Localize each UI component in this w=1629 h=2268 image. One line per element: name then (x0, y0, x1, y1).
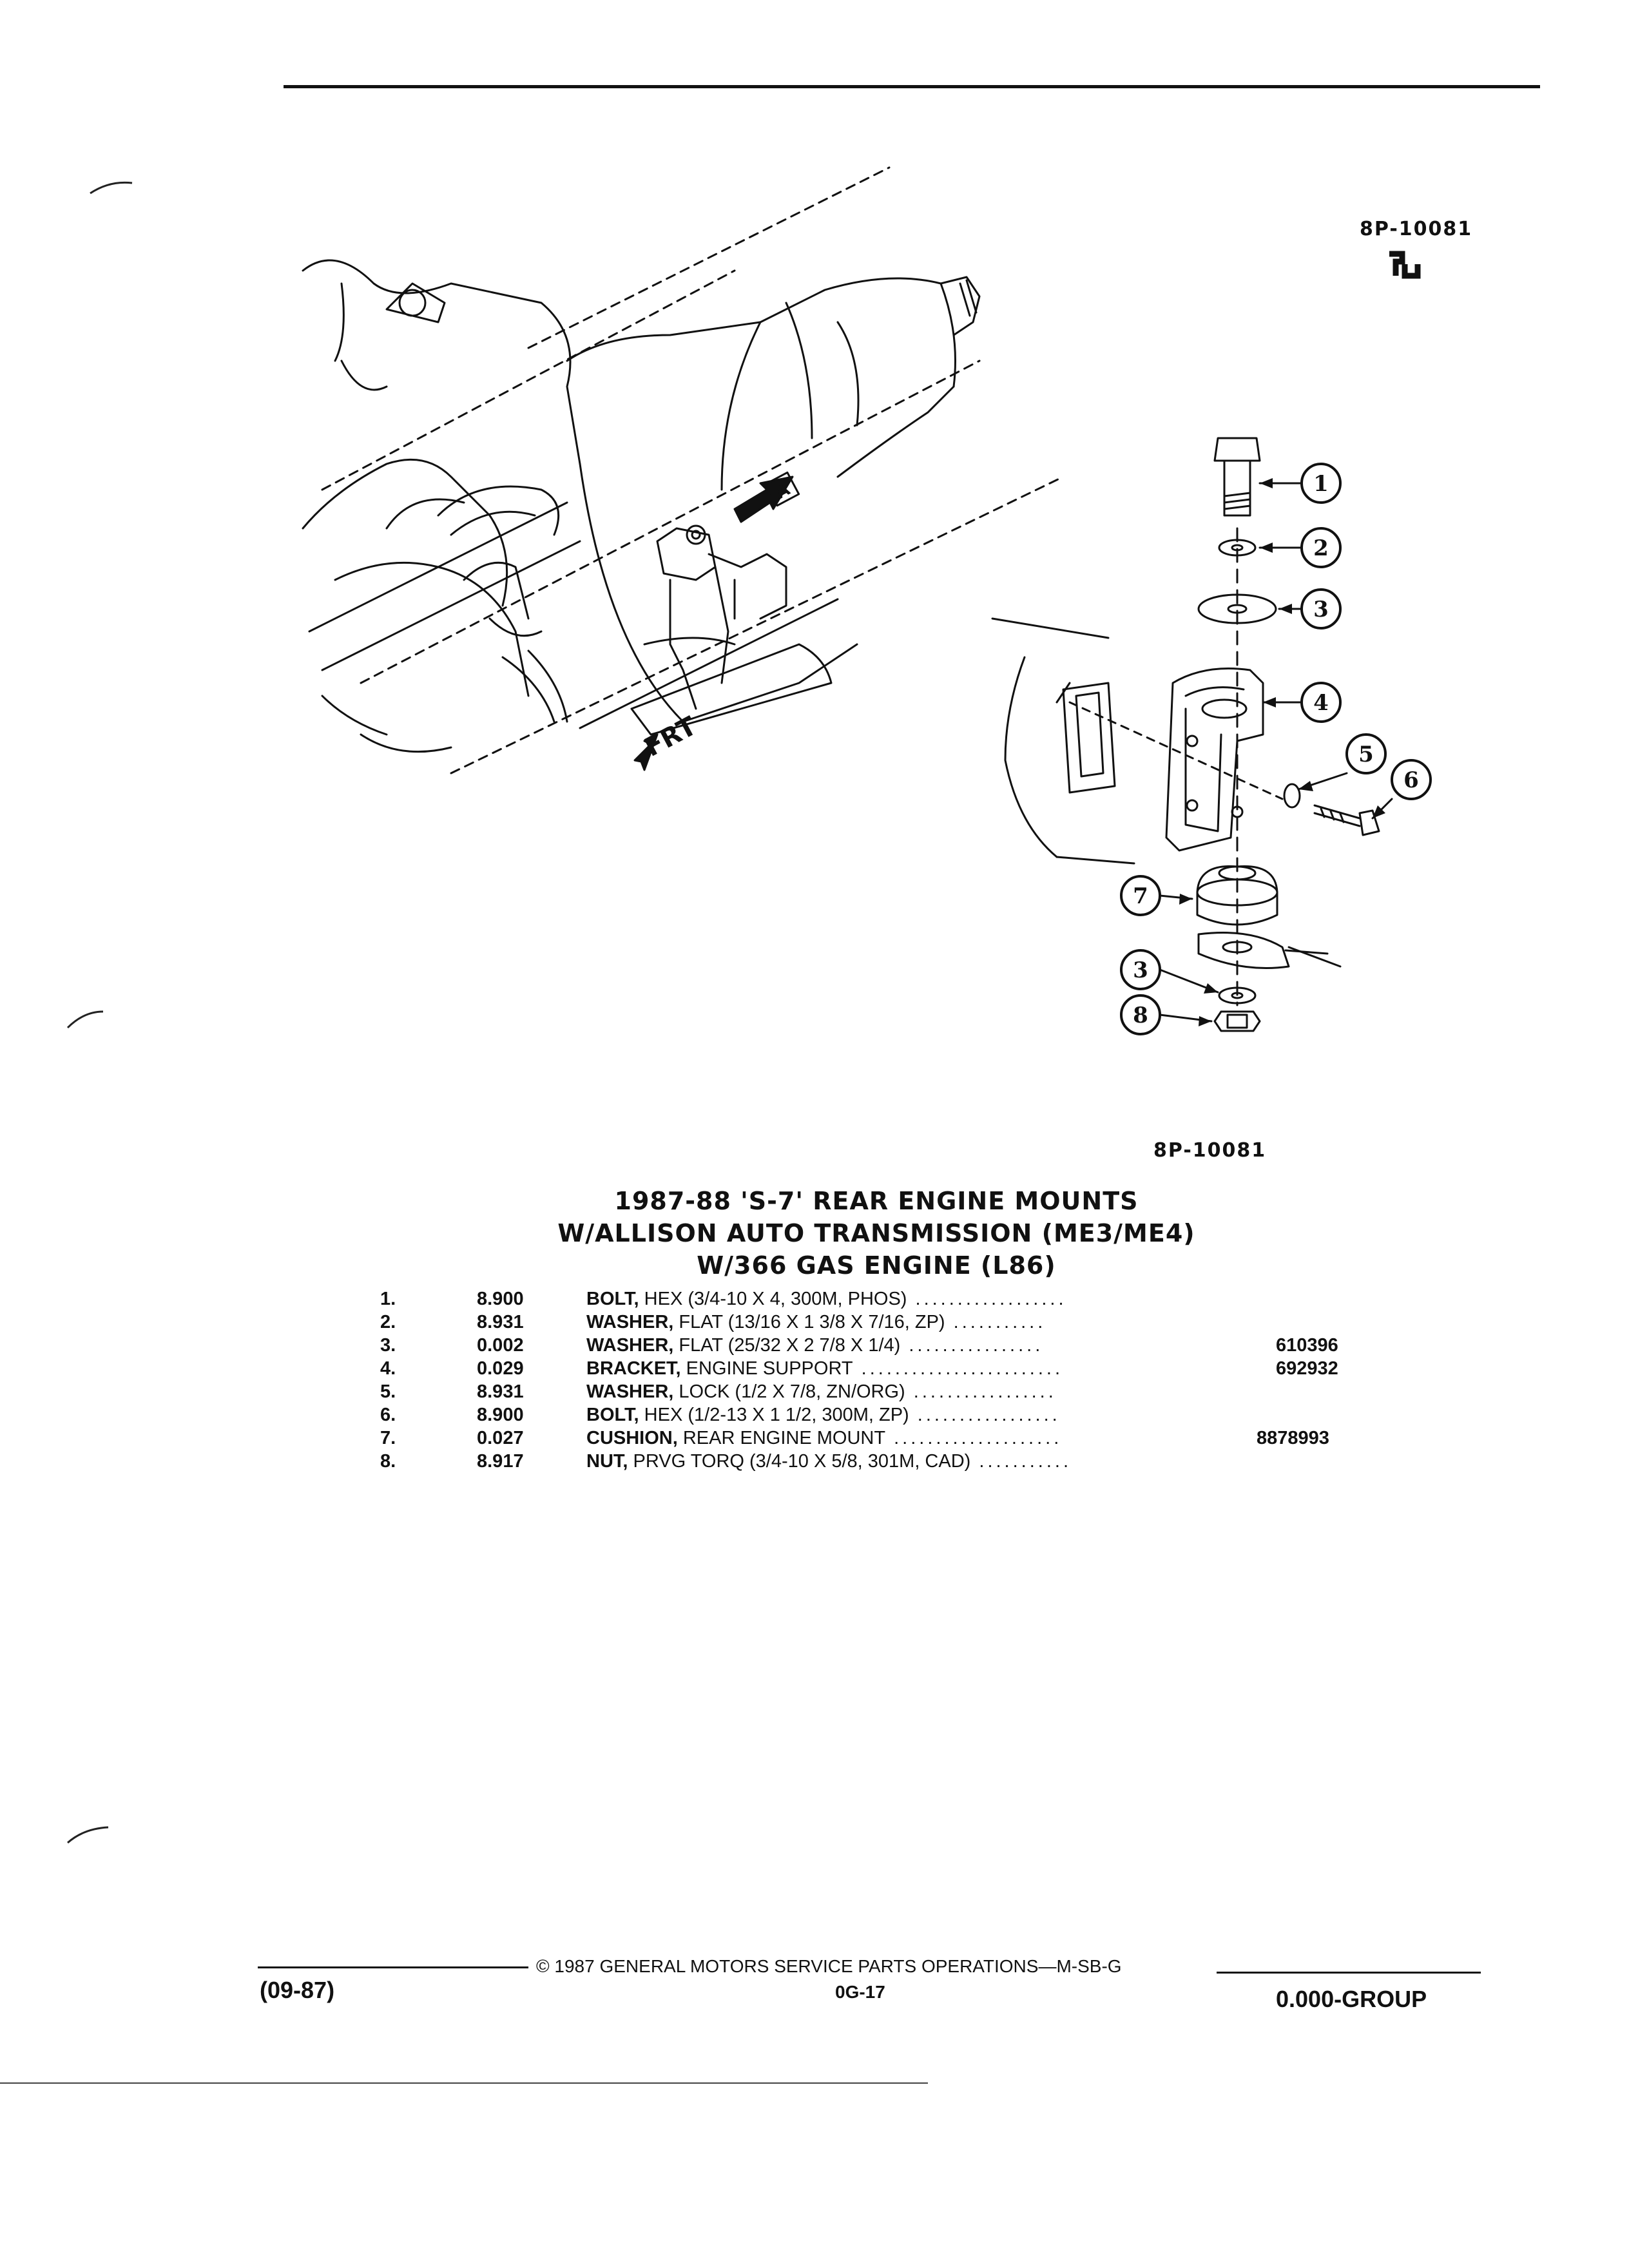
footer-rule-left (258, 1966, 528, 1968)
figure-code-bottom: 8P-10081 (1153, 1139, 1267, 1162)
part-row: 7.0.027 CUSHION, REAR ENGINE MOUNT .....… (380, 1428, 1329, 1448)
footer-page-number: 0G-17 (835, 1982, 885, 2002)
callout-7: 7 (1133, 883, 1148, 909)
bottom-rule (0, 2082, 928, 2084)
part-row: 3.0.002 WASHER, FLAT (25/32 X 2 7/8 X 1/… (380, 1335, 1338, 1356)
callout-6: 6 (1403, 767, 1419, 793)
callout-4: 4 (1313, 690, 1329, 716)
top-rule (284, 85, 1540, 88)
gm-spo-logo (1385, 250, 1424, 282)
part-row: 2.8.931 WASHER, FLAT (13/16 X 1 3/8 X 7/… (380, 1312, 1046, 1332)
callout-2: 2 (1313, 535, 1329, 561)
callout-3b: 3 (1133, 957, 1148, 983)
callout-3: 3 (1313, 597, 1329, 622)
part-row: 6.8.900 BOLT, HEX (1/2-13 X 1 1/2, 300M,… (380, 1405, 1061, 1425)
callout-8: 8 (1133, 1003, 1148, 1028)
title-line-1: 1987-88 'S-7' REAR ENGINE MOUNTS (614, 1187, 1139, 1215)
footer-rule-right (1217, 1972, 1481, 1974)
footer-date: (09-87) (260, 1977, 335, 2003)
callout-1: 1 (1313, 471, 1329, 497)
footer-group: 0.000-GROUP (1276, 1986, 1427, 2012)
part-row: 4.0.029 BRACKET, ENGINE SUPPORT ........… (380, 1358, 1338, 1379)
parts-list: 1.8.900 BOLT, HEX (3/4-10 X 4, 300M, PHO… (380, 1287, 1385, 1473)
callout-5: 5 (1358, 742, 1374, 767)
part-row: 1.8.900 BOLT, HEX (3/4-10 X 4, 300M, PHO… (380, 1289, 1067, 1309)
footer-copyright: © 1987 GENERAL MOTORS SERVICE PARTS OPER… (536, 1956, 1122, 1976)
title-line-3: W/366 GAS ENGINE (L86) (697, 1251, 1056, 1280)
title-line-2: W/ALLISON AUTO TRANSMISSION (ME3/ME4) (557, 1219, 1195, 1247)
part-row: 8.8.917 NUT, PRVG TORQ (3/4-10 X 5/8, 30… (380, 1451, 1072, 1472)
scan-margin-marks (66, 181, 133, 1844)
engine-mount-diagram: 1 2 3 4 5 6 7 3 8 FRT A (302, 166, 1432, 1035)
figure-code-top: 8P-10081 (1360, 218, 1473, 240)
part-row: 5.8.931 WASHER, LOCK (1/2 X 7/8, ZN/ORG)… (380, 1381, 1057, 1402)
